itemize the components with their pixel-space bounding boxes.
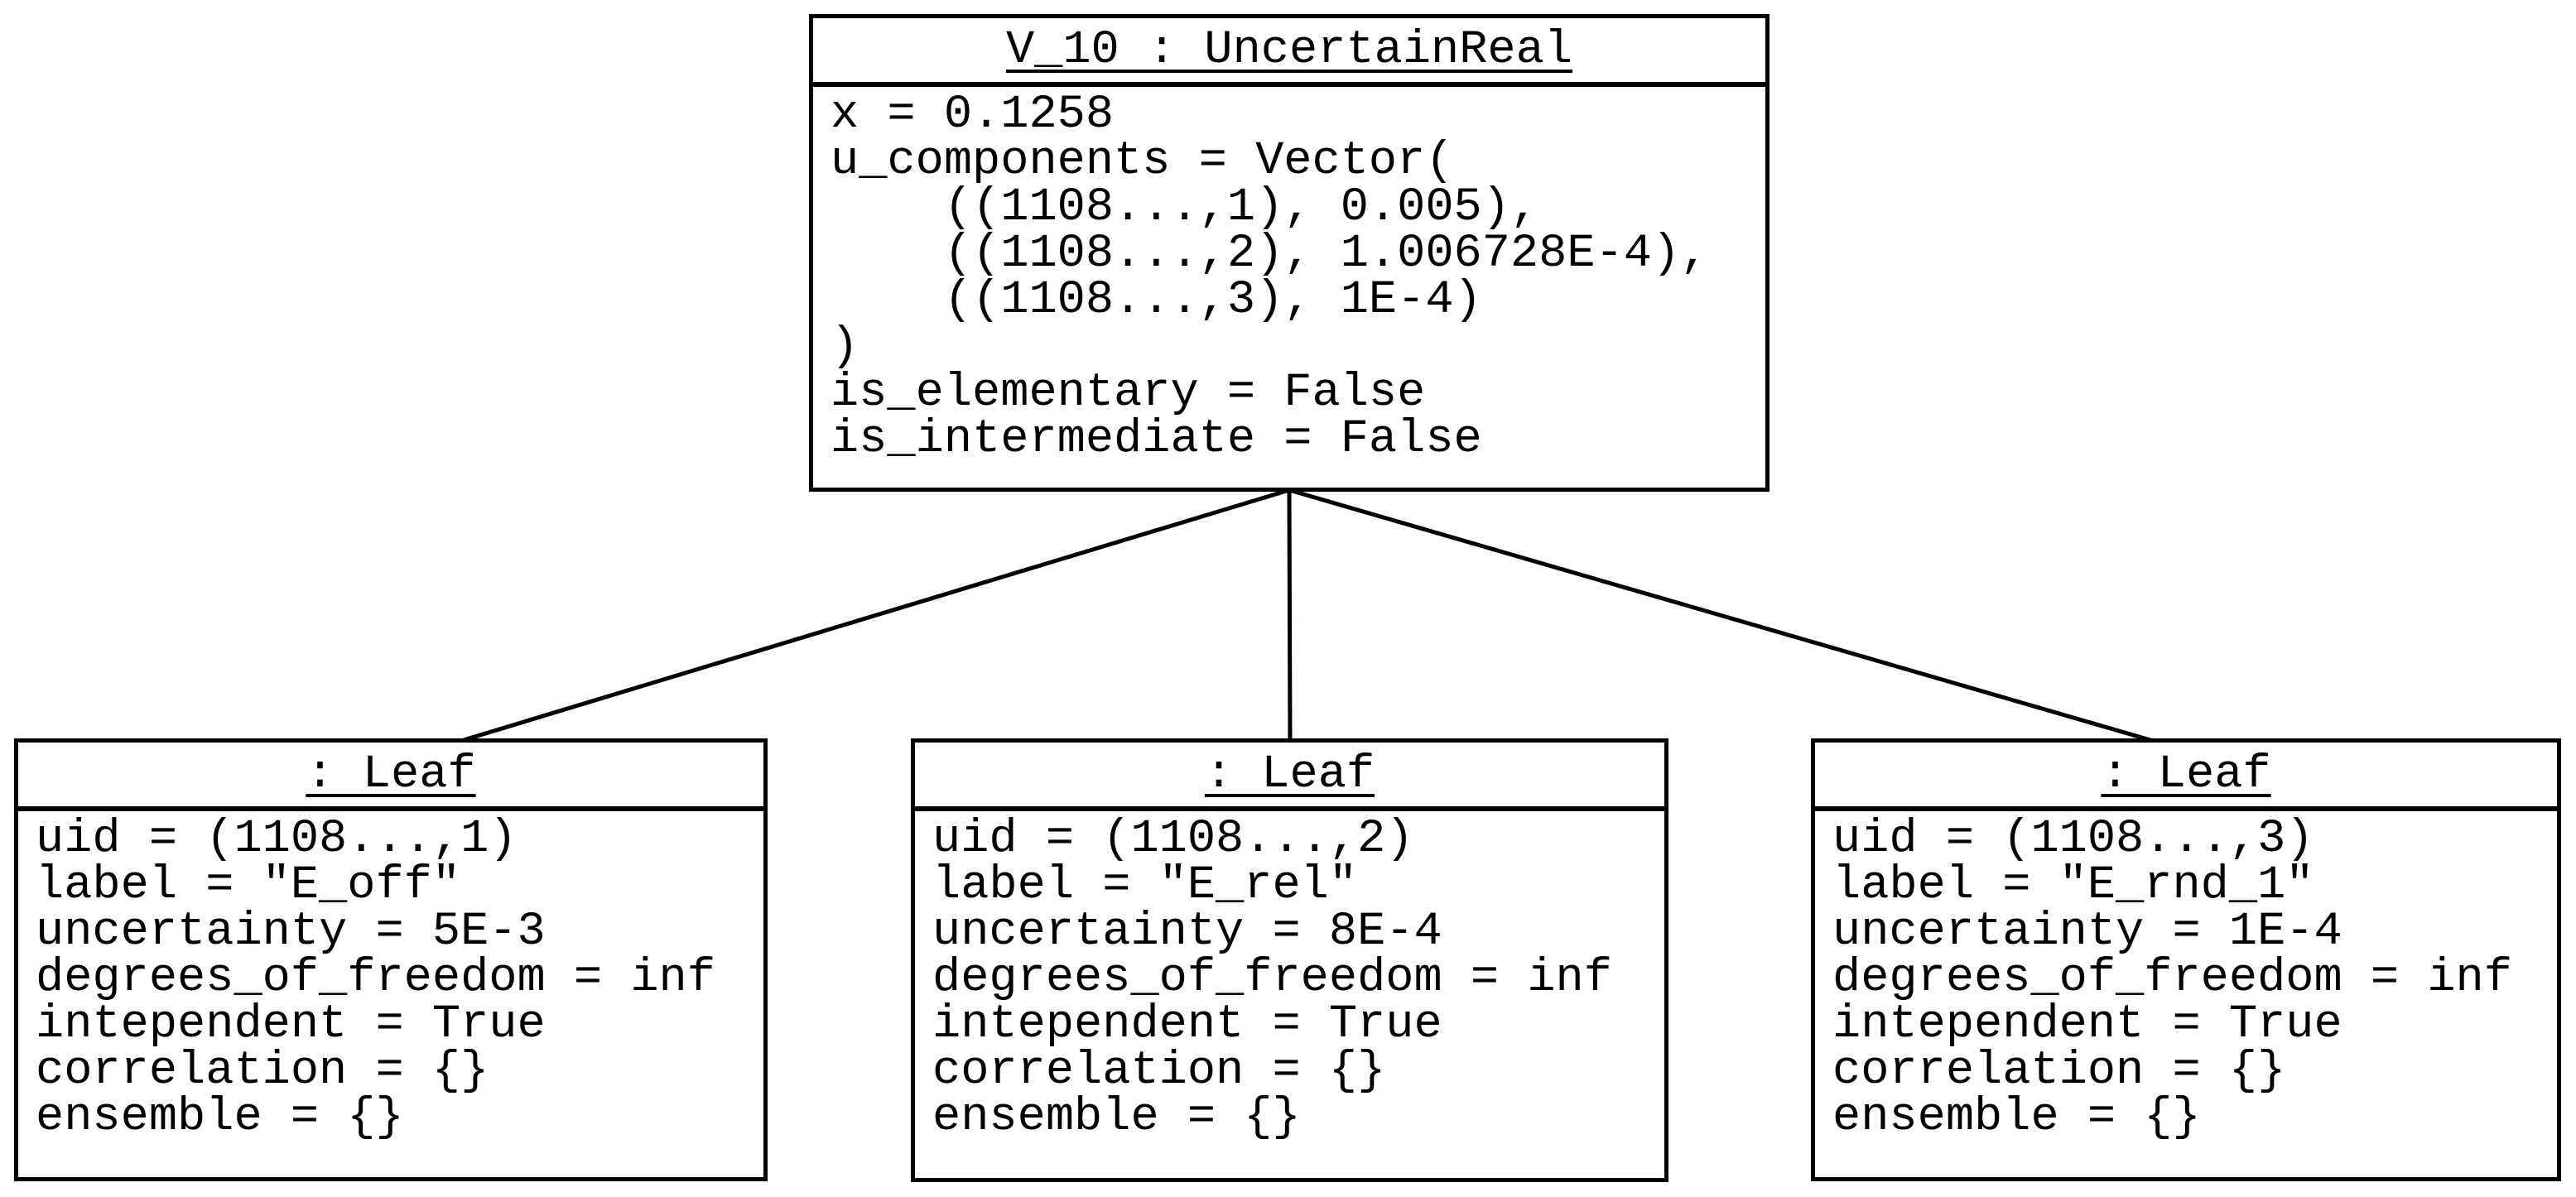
- node-leaf-2-title: : Leaf: [1204, 748, 1375, 801]
- node-leaf-1: : Leaf uid = (1108...,1) label = "E_off"…: [14, 738, 768, 1181]
- attribute-line: ensemble = {}: [1832, 1091, 2201, 1144]
- attribute-line: intependent = True: [36, 998, 546, 1051]
- edge-root-to-leaf-1: [463, 488, 1290, 743]
- attribute-line: ensemble = {}: [932, 1091, 1301, 1144]
- attribute-line: is_intermediate = False: [831, 413, 1482, 466]
- attribute-line: uid = (1108...,3): [1832, 813, 2314, 866]
- attribute-line: is_elementary = False: [831, 367, 1426, 420]
- attribute-line: degrees_of_freedom = inf: [36, 952, 715, 1005]
- attribute-line: uid = (1108...,2): [932, 813, 1414, 866]
- attribute-line: uncertainty = 1E-4: [1832, 906, 2342, 959]
- attribute-line: correlation = {}: [932, 1045, 1386, 1098]
- attribute-line: correlation = {}: [1832, 1045, 2286, 1098]
- edge-root-to-leaf-2: [1287, 489, 1293, 741]
- attribute-line: ((1108...,3), 1E-4): [831, 274, 1482, 327]
- attribute-line: ): [831, 320, 859, 373]
- node-leaf-3: : Leaf uid = (1108...,3) label = "E_rnd_…: [1811, 738, 2561, 1181]
- node-leaf-2-attributes: uid = (1108...,2) label = "E_rel" uncert…: [915, 811, 1664, 1144]
- attribute-line: label = "E_off": [36, 859, 461, 912]
- attribute-line: label = "E_rel": [932, 859, 1358, 912]
- node-uncertainreal: V_10 : UncertainReal x = 0.1258 u_compon…: [809, 14, 1769, 492]
- attribute-line: label = "E_rnd_1": [1832, 859, 2314, 912]
- node-leaf-2: : Leaf uid = (1108...,2) label = "E_rel"…: [911, 738, 1668, 1182]
- attribute-line: ((1108...,2), 1.006728E-4),: [831, 228, 1709, 281]
- attribute-line: intependent = True: [1832, 998, 2342, 1051]
- attribute-line: intependent = True: [932, 998, 1442, 1051]
- attribute-line: uncertainty = 8E-4: [932, 906, 1442, 959]
- node-leaf-3-title-compartment: : Leaf: [1815, 743, 2557, 811]
- attribute-line: degrees_of_freedom = inf: [1832, 952, 2512, 1005]
- attribute-line: u_components = Vector(: [831, 135, 1454, 188]
- node-leaf-3-attributes: uid = (1108...,3) label = "E_rnd_1" unce…: [1815, 811, 2557, 1144]
- attribute-line: correlation = {}: [36, 1045, 489, 1098]
- node-uncertainreal-attributes: x = 0.1258 u_components = Vector( ((1108…: [813, 87, 1765, 466]
- node-leaf-2-title-compartment: : Leaf: [915, 743, 1664, 811]
- node-uncertainreal-title: V_10 : UncertainReal: [1005, 23, 1573, 77]
- attribute-line: ensemble = {}: [36, 1091, 404, 1144]
- attribute-line: degrees_of_freedom = inf: [932, 952, 1612, 1005]
- node-uncertainreal-title-compartment: V_10 : UncertainReal: [813, 18, 1765, 87]
- node-leaf-3-title: : Leaf: [2101, 748, 2271, 801]
- attribute-line: ((1108...,1), 0.005),: [831, 181, 1539, 234]
- node-leaf-1-title: : Leaf: [306, 748, 476, 801]
- attribute-line: x = 0.1258: [831, 89, 1115, 142]
- attribute-line: uncertainty = 5E-3: [36, 906, 546, 959]
- node-leaf-1-attributes: uid = (1108...,1) label = "E_off" uncert…: [18, 811, 763, 1144]
- edge-root-to-leaf-3: [1288, 488, 2151, 743]
- node-leaf-1-title-compartment: : Leaf: [18, 743, 763, 811]
- attribute-line: uid = (1108...,1): [36, 813, 518, 866]
